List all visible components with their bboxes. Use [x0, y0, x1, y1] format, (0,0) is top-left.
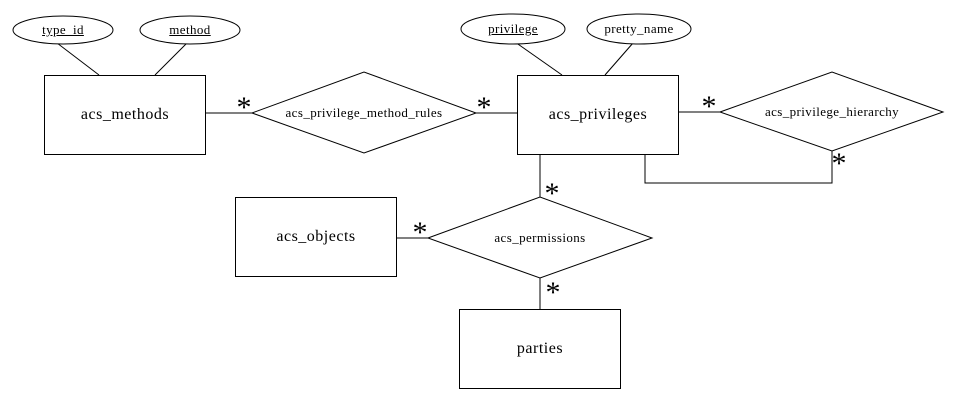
relationship-label-acs-privilege-method-rules: acs_privilege_method_rules	[285, 105, 443, 120]
entity-label-acs-objects: acs_objects	[276, 228, 356, 245]
attribute-label-privilege: privilege	[488, 21, 538, 36]
connector-type-id-methods	[56, 42, 100, 76]
cardinality-rules-privileges: *	[476, 91, 492, 124]
attribute-label-type-id: type_id	[42, 22, 84, 37]
entity-acs-methods: acs_methods	[44, 75, 206, 155]
connector-pretty-name-privileges	[604, 42, 634, 76]
cardinality-privileges-hierarchy: *	[701, 90, 717, 123]
connector-privileges-hierarchy-loop	[644, 151, 833, 184]
cardinality-permissions-parties: *	[545, 276, 561, 309]
relationship-label-acs-permissions: acs_permissions	[494, 230, 586, 245]
relationship-label-acs-privilege-hierarchy: acs_privilege_hierarchy	[764, 104, 900, 119]
attribute-ellipse-pretty-name	[586, 13, 692, 45]
attribute-ellipse-method	[139, 15, 241, 45]
relationship-diamond-acs-privilege-method-rules	[250, 71, 478, 154]
entity-acs-privileges: acs_privileges	[517, 75, 679, 155]
attribute-label-pretty-name: pretty_name	[604, 21, 674, 36]
entity-acs-objects: acs_objects	[235, 197, 397, 277]
relationship-diamond-acs-privilege-hierarchy	[718, 71, 945, 152]
cardinality-objects-permissions: *	[412, 216, 428, 249]
cardinality-hierarchy-loop: *	[831, 147, 847, 180]
attribute-label-method: method	[169, 22, 211, 37]
entity-parties: parties	[459, 309, 621, 389]
entity-label-acs-privileges: acs_privileges	[548, 106, 648, 123]
connector-privilege-privileges	[514, 41, 563, 76]
entity-label-parties: parties	[516, 340, 564, 357]
attribute-ellipse-type-id	[12, 15, 114, 45]
relationship-diamond-acs-permissions	[426, 196, 654, 279]
cardinality-privileges-permissions: *	[544, 177, 560, 210]
entity-label-acs-methods: acs_methods	[80, 106, 170, 123]
cardinality-methods-rules: *	[236, 91, 252, 124]
attribute-ellipse-privilege	[460, 13, 566, 45]
connector-method-methods	[154, 42, 188, 76]
